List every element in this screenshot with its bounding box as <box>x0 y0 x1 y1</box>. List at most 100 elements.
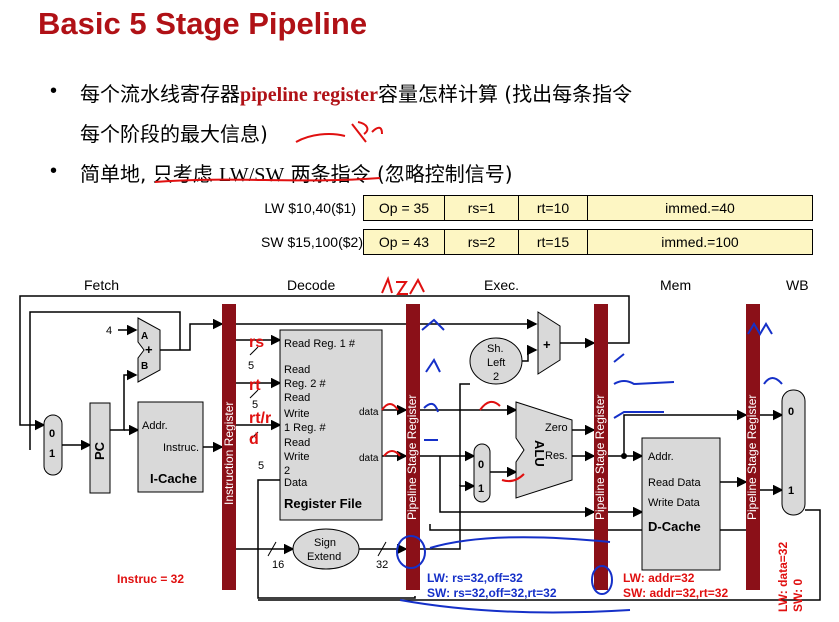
junction <box>621 453 627 459</box>
ink-scribble <box>399 536 631 614</box>
bullet-1-term: pipeline register <box>240 84 378 106</box>
sign-extend-a: Sign <box>314 537 336 549</box>
bullet-1-text-c: 容量怎样计算 (找出每条指令 <box>377 82 633 106</box>
stage-exec: Exec. <box>484 277 519 293</box>
instr-op: Op = 35 <box>363 195 445 221</box>
instr-rt: rt=10 <box>518 195 588 221</box>
instr-label-sw: SW $15,100($2) <box>261 234 363 250</box>
wb-mux-1: 1 <box>788 485 794 497</box>
pipeline-register-memwb <box>746 304 760 590</box>
wb-mux <box>781 389 806 516</box>
pipeline-register-idex <box>406 304 420 590</box>
instr-rs: rs=1 <box>444 195 519 221</box>
rf-read2a: Read <box>284 364 310 376</box>
bullet-1-line2: 每个阶段的最大信息) <box>80 122 268 146</box>
width-32: 32 <box>376 559 388 571</box>
shl-c: 2 <box>493 371 499 383</box>
shl-a: Sh. <box>487 343 504 355</box>
alu-label: ALU <box>532 440 547 467</box>
adder-plus: + <box>145 342 153 357</box>
annot-sw-exec: SW: rs=32,off=32,rt=32 <box>427 586 557 600</box>
const-four: 4 <box>106 325 112 337</box>
bus-tick <box>249 389 259 399</box>
adder-b: B <box>141 361 148 372</box>
wire-store-data <box>439 456 596 518</box>
alu-mux-0: 0 <box>478 459 484 471</box>
width-16: 16 <box>272 559 284 571</box>
rf-out1: data <box>359 407 379 418</box>
dcache-write: Write Data <box>648 497 701 509</box>
wire-writeback <box>257 479 416 599</box>
stage-decode: Decode <box>287 277 335 293</box>
dcache-read: Read Data <box>648 477 701 489</box>
icache-addr: Addr. <box>142 420 168 432</box>
bus-tick <box>249 431 259 441</box>
rf-write-c: 1 Reg. # <box>284 422 326 434</box>
width-five: 5 <box>252 399 258 411</box>
ink-scribble <box>421 318 445 441</box>
dcache-addr: Addr. <box>648 451 674 463</box>
bullet-dot: • <box>50 160 58 182</box>
mux-input-1: 1 <box>49 448 55 460</box>
rf-out2: data <box>359 453 379 464</box>
adder-a: A <box>141 331 148 342</box>
wire <box>522 344 538 362</box>
instruction-register-label: Instruction Register <box>222 402 236 505</box>
annot-sw-mem: SW: addr=32,rt=32 <box>623 586 728 600</box>
annot-lw-exec: LW: rs=32,off=32 <box>427 571 523 585</box>
pipeline-register-exmem <box>594 304 608 590</box>
annot-wb-sw: SW: 0 <box>791 579 805 612</box>
wire-pc4-feedback <box>29 311 181 450</box>
annot-rt: rt <box>249 377 261 394</box>
bullet-2-text-c: 两条指令 (忽略控制信号) <box>284 162 513 186</box>
alu-zero: Zero <box>545 422 568 434</box>
bullet-dot: • <box>50 80 58 102</box>
instr-table-lw: Op = 35 rs=1 rt=10 immed.=40 <box>363 195 813 221</box>
width-five: 5 <box>248 360 254 372</box>
mux-input-0: 0 <box>49 428 55 440</box>
ink-circle <box>396 535 426 569</box>
annot-rtrd: rt/r <box>249 410 271 427</box>
rf-read2b: Reg. 2 # <box>284 378 326 390</box>
bullet-2-text-a: 简单地, 只考虑 <box>80 162 220 186</box>
annot-lw-mem: LW: addr=32 <box>623 571 695 585</box>
ink-scribble <box>381 400 525 483</box>
rf-data-d: Data <box>284 477 308 489</box>
alu-mux-1: 1 <box>478 483 484 495</box>
exec-adder <box>537 311 561 375</box>
ink-scribble <box>747 322 783 385</box>
icache-name: I-Cache <box>150 471 197 486</box>
bus-tick <box>249 346 259 356</box>
sign-extend-b: Extend <box>307 551 341 563</box>
wire-branch-feedback <box>19 295 630 431</box>
annot-rs: rs <box>249 334 264 351</box>
sign-extend <box>292 528 360 570</box>
rf-read1: Read Reg. 1 # <box>284 338 356 350</box>
pc-register <box>89 402 111 494</box>
instr-imm: immed.=100 <box>587 229 813 255</box>
rf-data-a: Read <box>284 437 310 449</box>
ink-scribble <box>381 276 425 295</box>
rf-write-a: Read <box>284 392 310 404</box>
icache <box>137 401 204 493</box>
instr-label-lw: LW $10,40($1) <box>264 200 356 216</box>
instr-table-sw: Op = 43 rs=2 rt=15 immed.=100 <box>363 229 813 255</box>
ink-underline <box>154 177 381 183</box>
width-five: 5 <box>258 460 264 472</box>
rf-data-c: 2 <box>284 465 290 477</box>
instr-rs: rs=2 <box>444 229 519 255</box>
annot-wb-lw: LW: data=32 <box>776 542 790 612</box>
bus-tick <box>377 541 387 557</box>
wire-imm-exec <box>420 480 476 550</box>
pipeline-register-label: Pipeline Stage Register <box>593 395 607 520</box>
wire-wb-data <box>258 509 821 601</box>
ink-scribble <box>613 353 675 419</box>
icache-instruc: Instruc. <box>163 442 199 454</box>
alu-res: Res. <box>545 450 568 462</box>
annot-instruc: Instruc = 32 <box>117 572 184 586</box>
pipeline-register-label: Pipeline Stage Register <box>745 395 759 520</box>
dcache <box>641 437 721 571</box>
ink-scribble <box>295 133 346 143</box>
stage-fetch: Fetch <box>84 277 119 293</box>
